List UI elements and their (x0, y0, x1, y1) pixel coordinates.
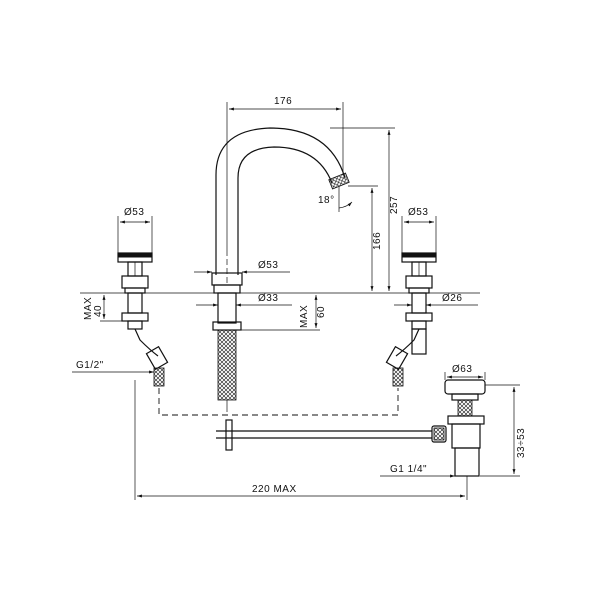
dim-drain-height: 33÷53 (516, 428, 527, 458)
dim-spout-reach: 176 (274, 96, 292, 107)
dim-left-handle-dia: Ø53 (124, 207, 144, 218)
dim-left-deck-max-label: MAX (83, 297, 94, 320)
dim-left-deck-max: 40 (93, 305, 104, 317)
dim-center-deck-max-label: MAX (299, 305, 310, 328)
dim-drain-thread: G1 1/4" (390, 464, 427, 475)
aerator-icon (328, 172, 350, 190)
dim-spread: 220 MAX (252, 484, 297, 495)
dim-spout-base-dia: Ø53 (258, 260, 278, 271)
dim-total-height: 257 (389, 196, 400, 214)
dim-inlet-thread: G1/2" (76, 360, 104, 371)
dim-center-deck-max: 60 (316, 306, 327, 318)
dim-right-shank-dia: Ø26 (442, 293, 462, 304)
dim-drain-dia: Ø63 (452, 364, 472, 375)
dim-spout-shank-dia: Ø33 (258, 293, 278, 304)
spout (211, 127, 350, 412)
dim-spout-height: 166 (372, 232, 383, 250)
right-handle (385, 252, 437, 387)
drain (216, 379, 486, 477)
dimension-lines: 176 257 166 18° Ø53 Ø53 Ø53 Ø33 (72, 96, 527, 500)
hose-path (158, 388, 399, 416)
dim-spout-angle: 18° (318, 195, 335, 206)
dim-right-handle-dia: Ø53 (408, 207, 428, 218)
left-handle (117, 252, 169, 387)
